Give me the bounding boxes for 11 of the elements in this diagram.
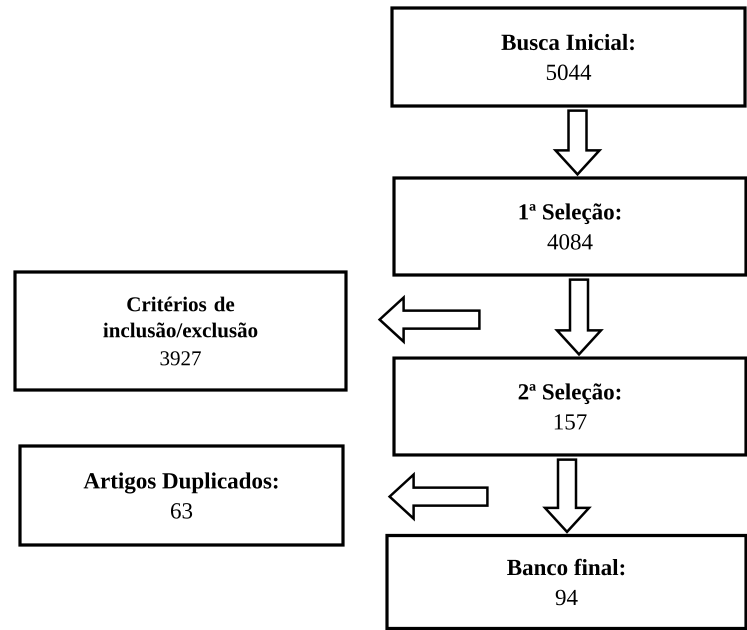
process-box: Banco final: 94 bbox=[385, 534, 747, 630]
block-arrow bbox=[388, 472, 489, 522]
process-box: Critérios de inclusão/exclusão 3927 bbox=[13, 270, 348, 392]
block-arrow bbox=[554, 278, 604, 356]
process-box: 1ª Seleção: 4084 bbox=[392, 176, 747, 277]
process-box: 2ª Seleção: 157 bbox=[392, 356, 747, 457]
process-box: Artigos Duplicados: 63 bbox=[18, 444, 345, 547]
block-arrow bbox=[552, 109, 602, 176]
block-arrow bbox=[378, 294, 481, 344]
process-box: Busca Inicial: 5044 bbox=[390, 6, 747, 108]
block-arrow bbox=[542, 458, 592, 534]
